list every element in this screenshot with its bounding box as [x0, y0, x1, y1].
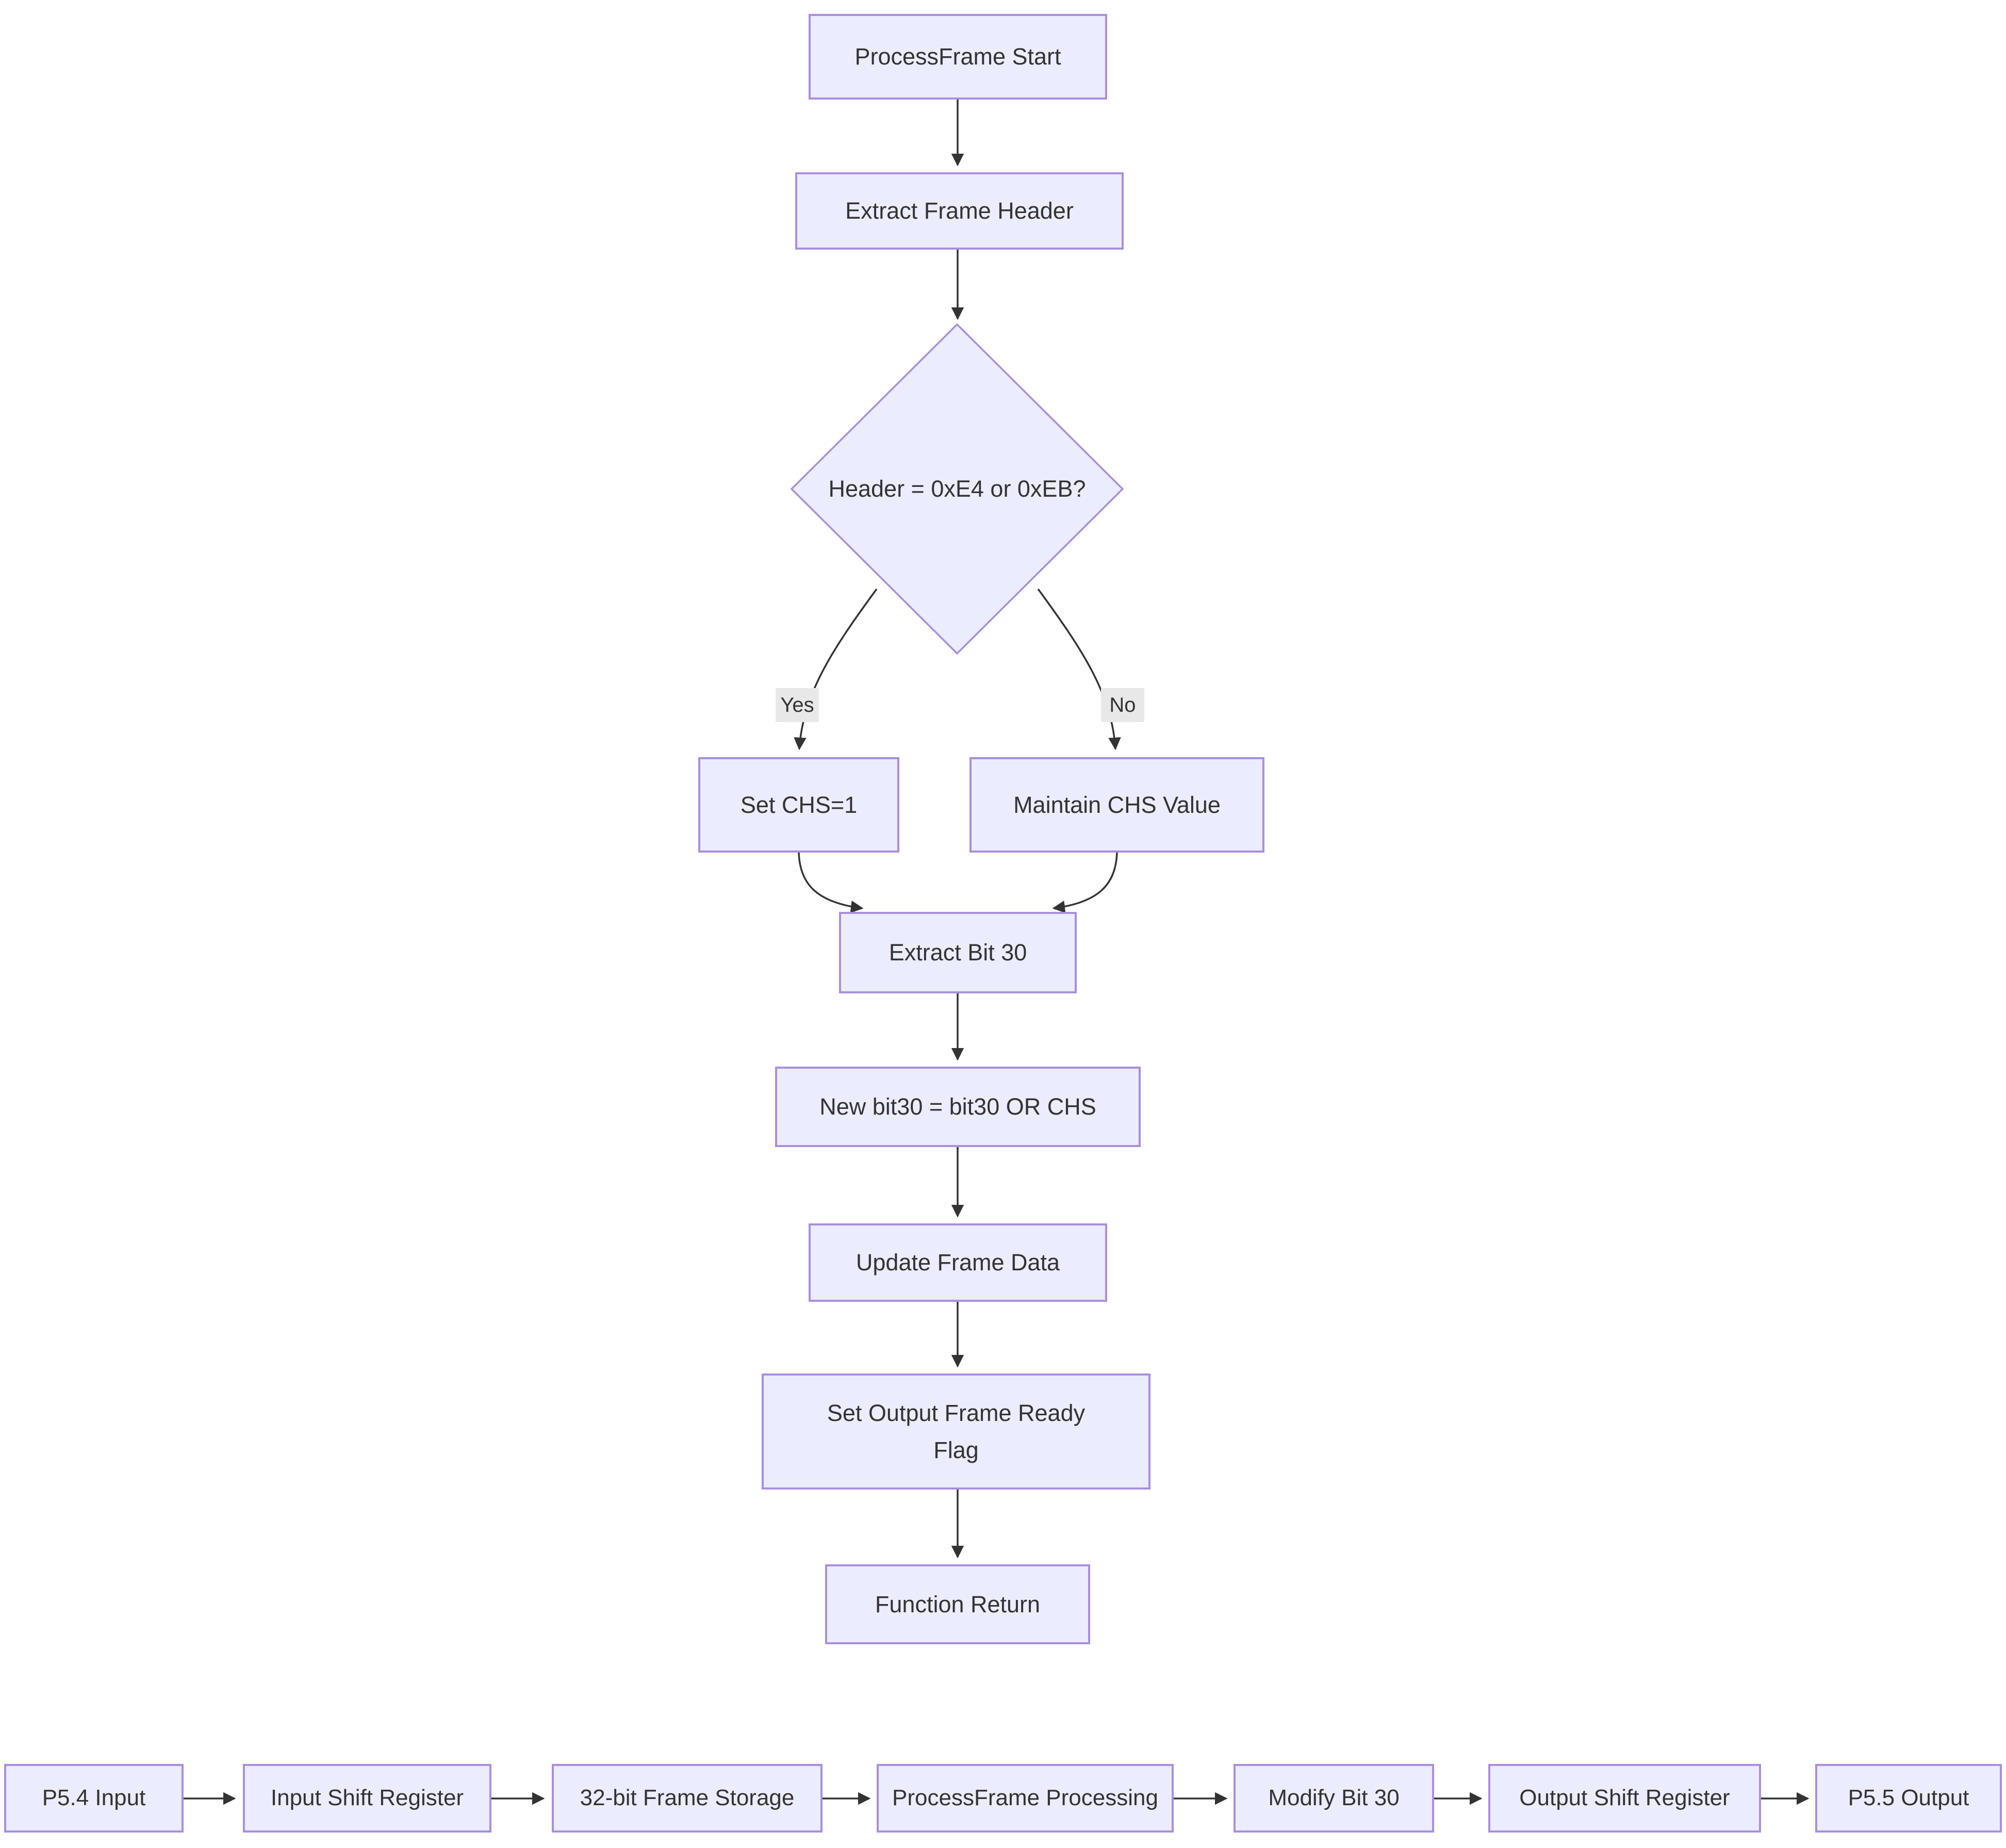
edge-maintain-to-extractbit	[1052, 852, 1118, 913]
node-extract-frame-header: Extract Frame Header	[795, 172, 1124, 250]
pipeline-node-p55-output: P5.5 Output	[1815, 1764, 2002, 1833]
node-maintain-chs-value: Maintain CHS Value	[969, 757, 1264, 853]
pipeline-node-p54-input: P5.4 Input	[4, 1764, 184, 1833]
edge-decision-no	[1037, 588, 1121, 750]
node-label: Extract Bit 30	[889, 939, 1027, 966]
edge-label-yes: Yes	[776, 688, 819, 722]
node-label: Modify Bit 30	[1268, 1785, 1400, 1811]
node-extract-bit30: Extract Bit 30	[839, 912, 1077, 993]
pipeline-node-input-shift-register: Input Shift Register	[243, 1764, 491, 1833]
node-label: ProcessFrame Start	[854, 43, 1061, 70]
node-set-output-frame-ready-flag: Set Output Frame Ready Flag	[762, 1373, 1150, 1490]
node-set-chs: Set CHS=1	[698, 757, 899, 853]
pipeline-node-processframe-processing: ProcessFrame Processing	[877, 1764, 1174, 1833]
node-label: P5.4 Input	[42, 1785, 146, 1811]
node-label: Extract Frame Header	[845, 198, 1074, 224]
decision-diamond-shape	[790, 323, 1124, 655]
edge-label-no: No	[1101, 688, 1144, 722]
node-label: Header = 0xE4 or 0xEB?	[828, 476, 1086, 502]
pipeline-node-output-shift-register: Output Shift Register	[1488, 1764, 1761, 1833]
node-label: Set CHS=1	[740, 791, 858, 818]
node-label: Input Shift Register	[270, 1785, 464, 1811]
node-label: P5.5 Output	[1848, 1785, 1969, 1811]
edge-decision-yes	[794, 588, 878, 750]
pipeline-node-32bit-frame-storage: 32-bit Frame Storage	[552, 1764, 823, 1833]
edge-setchs-to-extractbit	[798, 852, 864, 913]
node-label: Set Output Frame Ready Flag	[827, 1399, 1086, 1463]
node-label: 32-bit Frame Storage	[580, 1785, 795, 1811]
node-function-return: Function Return	[825, 1564, 1090, 1644]
node-label: Maintain CHS Value	[1013, 791, 1221, 818]
node-label: Output Shift Register	[1519, 1785, 1730, 1811]
node-label: Update Frame Data	[856, 1249, 1060, 1275]
node-label: ProcessFrame Processing	[892, 1785, 1158, 1811]
node-update-frame-data: Update Frame Data	[809, 1223, 1107, 1302]
node-processframe-start: ProcessFrame Start	[809, 14, 1107, 100]
decision-header-check: Header = 0xE4 or 0xEB?	[792, 437, 1123, 541]
node-label: Function Return	[875, 1591, 1041, 1617]
node-new-bit30: New bit30 = bit30 OR CHS	[775, 1067, 1141, 1147]
pipeline-node-modify-bit30: Modify Bit 30	[1234, 1764, 1434, 1833]
node-label: New bit30 = bit30 OR CHS	[819, 1093, 1096, 1120]
